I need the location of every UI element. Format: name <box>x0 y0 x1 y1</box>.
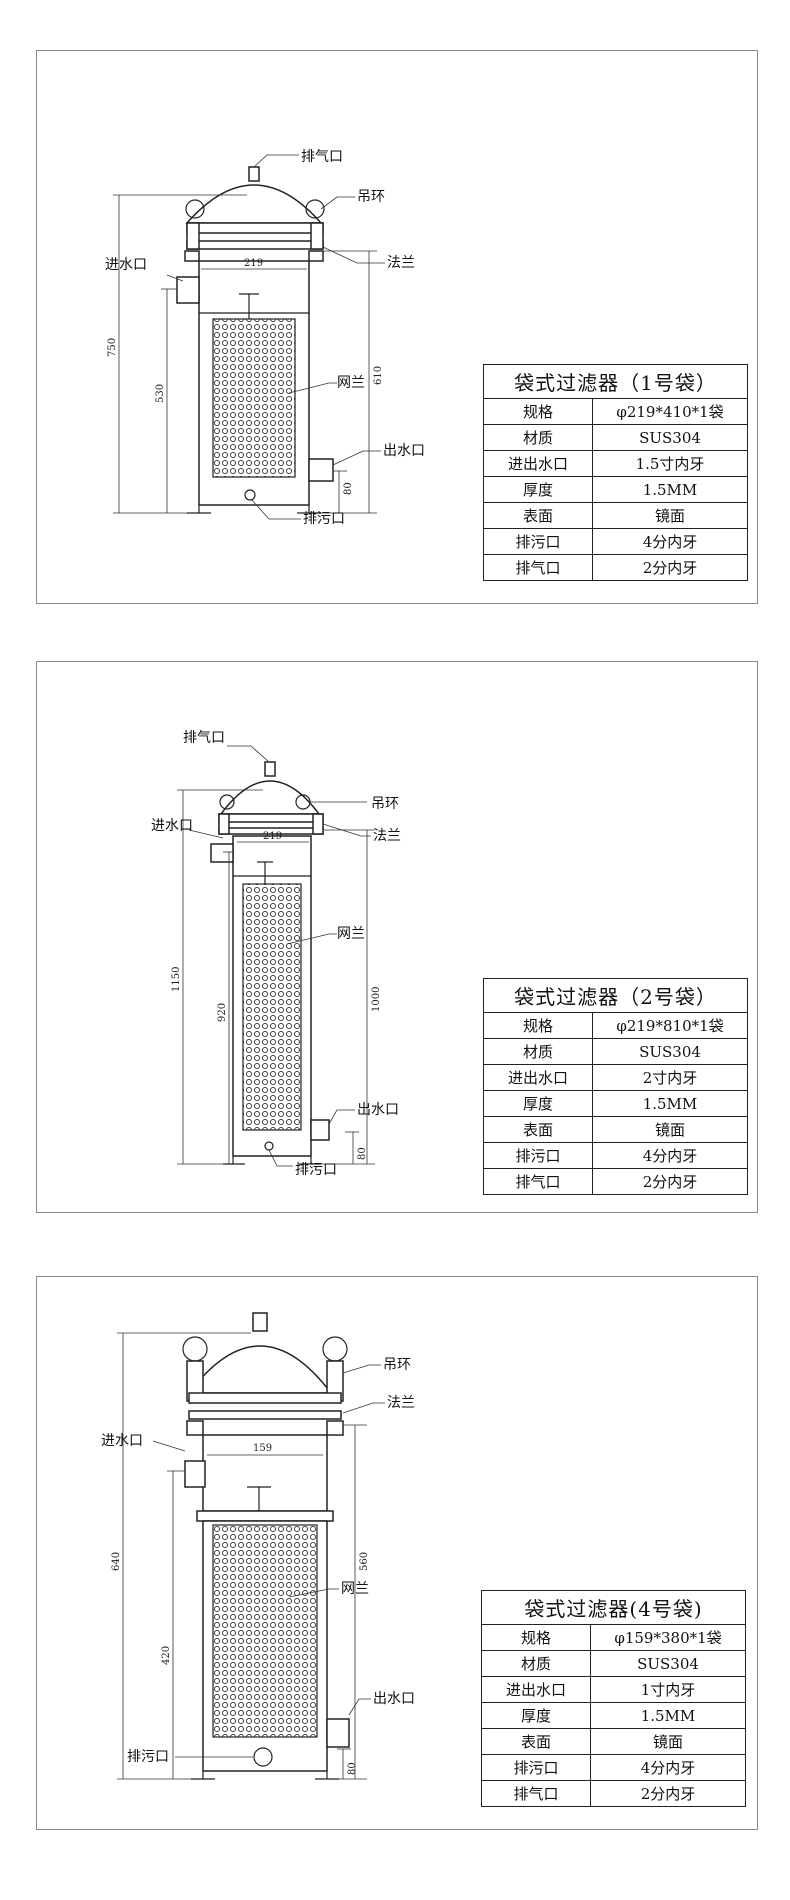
dim-outlet-height: 80 <box>347 1762 358 1775</box>
drain-port <box>244 489 256 501</box>
label-drain: 排污口 <box>295 1162 337 1178</box>
label-inlet: 进水口 <box>151 818 193 834</box>
filter-drawing-3: 159 640 420 560 80 吊环 法兰 进水口 网兰 出水口 排污口 <box>101 1312 415 1780</box>
flange-top <box>188 1392 342 1404</box>
filter-panel-3: 159 640 420 560 80 吊环 法兰 进水口 网兰 出水口 排污口 … <box>36 1276 758 1830</box>
dim-diameter: 159 <box>253 1443 272 1454</box>
label-mesh: 网兰 <box>337 375 365 391</box>
outlet-pipe <box>308 458 334 482</box>
spec-table-title: 袋式过滤器(4号袋) <box>481 1590 746 1625</box>
label-inlet: 进水口 <box>101 1433 143 1449</box>
dim-total-height: 750 <box>107 338 118 357</box>
dim-inlet-height: 420 <box>161 1646 172 1665</box>
dim-diameter: 219 <box>244 258 263 269</box>
lifting-ring-left <box>182 1336 208 1362</box>
label-flange: 法兰 <box>387 1395 415 1411</box>
filter-panel-1: 219 750 530 610 80 排气口 吊环 进水口 法兰 网兰 出水口 … <box>36 50 758 604</box>
spec-table-title: 袋式过滤器（2号袋） <box>483 978 748 1013</box>
mesh-basket <box>212 318 296 478</box>
dim-body-height: 560 <box>359 1552 370 1571</box>
dim-total-height: 1150 <box>171 967 182 992</box>
label-lifting-ring: 吊环 <box>383 1357 411 1373</box>
dim-outlet-height: 80 <box>357 1147 368 1160</box>
dim-body-height: 610 <box>373 366 384 385</box>
mesh-basket <box>242 883 302 1131</box>
label-vent: 排气口 <box>301 149 343 165</box>
outlet-pipe <box>310 1119 330 1141</box>
inlet-pipe <box>176 276 200 304</box>
lifting-ring-right <box>322 1336 348 1362</box>
dim-outlet-height: 80 <box>343 482 354 495</box>
label-vent: 排气口 <box>183 730 225 746</box>
inlet-pipe <box>210 843 234 863</box>
dim-inlet-height: 530 <box>155 384 166 403</box>
vent-pipe <box>248 166 260 182</box>
label-drain: 排污口 <box>127 1749 169 1765</box>
flange-top <box>218 813 324 823</box>
dim-body-height: 1000 <box>371 987 382 1012</box>
label-lifting-ring: 吊环 <box>357 189 385 205</box>
lifting-ring-left <box>185 199 205 219</box>
flange-top <box>186 222 324 234</box>
filter-drawing-1: 219 750 530 610 80 排气口 吊环 进水口 法兰 网兰 出水口 … <box>105 149 425 527</box>
filter-panel-2: 219 1150 920 1000 80 排气口 吊环 进水口 法兰 网兰 出水… <box>36 661 758 1213</box>
label-inlet: 进水口 <box>105 257 147 273</box>
dome-lid <box>187 1345 333 1394</box>
spec-table-title: 袋式过滤器（1号袋） <box>483 364 748 399</box>
filter-body-upper <box>202 1434 328 1512</box>
vent-pipe <box>252 1312 268 1332</box>
dim-diameter: 219 <box>263 831 282 842</box>
label-drain: 排污口 <box>303 511 345 527</box>
label-lifting-ring: 吊环 <box>371 796 399 812</box>
outlet-pipe <box>326 1718 350 1748</box>
dim-inlet-height: 920 <box>217 1003 228 1022</box>
label-outlet: 出水口 <box>373 1691 415 1707</box>
label-outlet: 出水口 <box>383 443 425 459</box>
dome-lid <box>185 184 323 224</box>
lifting-ring-right <box>305 199 325 219</box>
flange-bottom <box>186 240 324 250</box>
label-flange: 法兰 <box>387 255 415 271</box>
filter-drawing-2: 219 1150 920 1000 80 排气口 吊环 进水口 法兰 网兰 出水… <box>151 730 401 1178</box>
label-mesh: 网兰 <box>341 1581 369 1597</box>
inlet-pipe <box>184 1460 206 1488</box>
vent-pipe <box>264 761 276 777</box>
lifting-ring-left <box>219 794 235 810</box>
mesh-basket <box>212 1524 318 1738</box>
label-mesh: 网兰 <box>337 926 365 942</box>
flange-bottom <box>188 1410 342 1420</box>
label-flange: 法兰 <box>373 828 401 844</box>
drain-port <box>253 1747 273 1767</box>
dim-total-height: 640 <box>111 1552 122 1571</box>
label-outlet: 出水口 <box>357 1102 399 1118</box>
